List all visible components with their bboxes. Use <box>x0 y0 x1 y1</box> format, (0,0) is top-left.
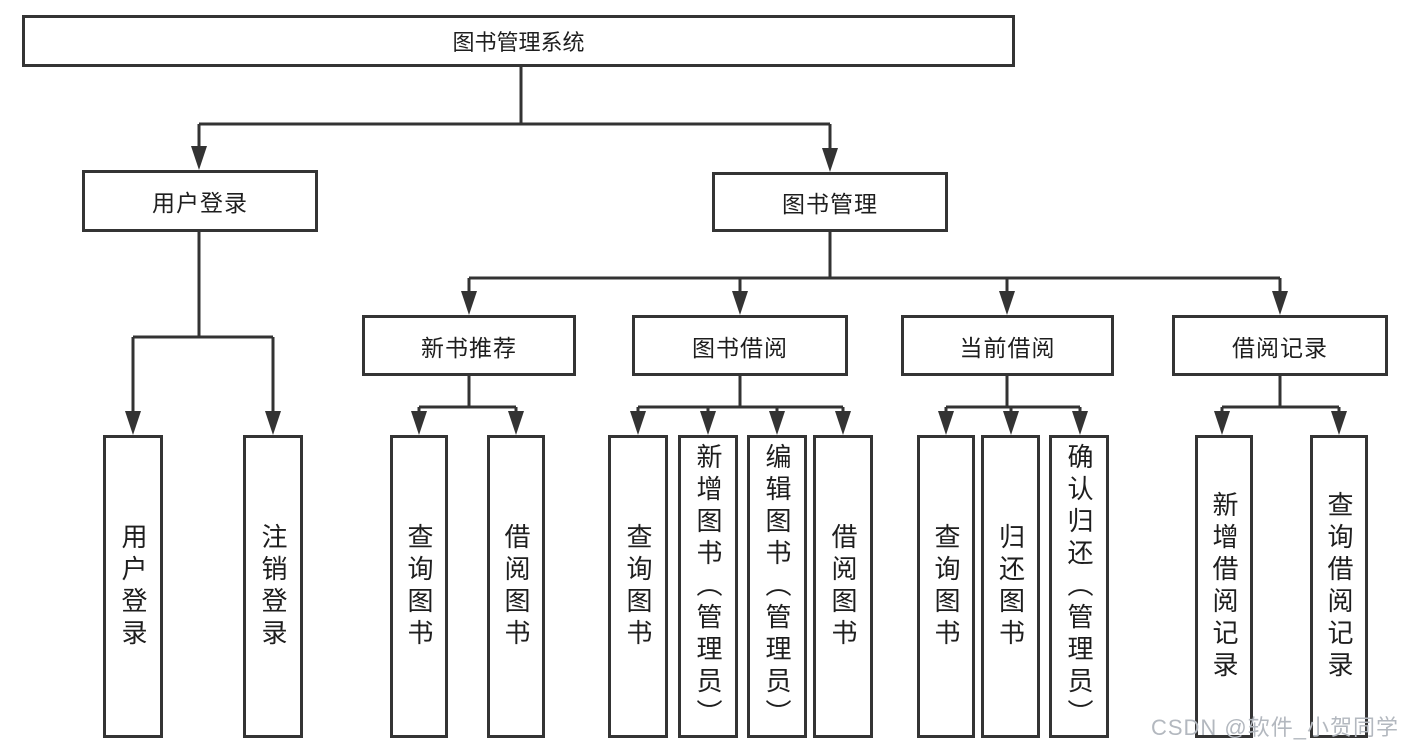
node-root: 图书管理系统 <box>22 15 1015 67</box>
node-borrow-records: 借阅记录 <box>1172 315 1388 376</box>
leaf-confirm-return-admin: 确认归还（管理员） <box>1049 435 1109 738</box>
node-book-management: 图书管理 <box>712 172 948 232</box>
node-new-book-recommend: 新书推荐 <box>362 315 576 376</box>
leaf-query-books-recommend: 查询图书 <box>390 435 448 738</box>
leaf-user-login: 用户登录 <box>103 435 163 738</box>
leaf-logout: 注销登录 <box>243 435 303 738</box>
watermark: CSDN @软件_小贺同学 <box>1150 715 1399 740</box>
leaf-return-book: 归还图书 <box>981 435 1040 738</box>
leaf-query-borrow-record: 查询借阅记录 <box>1310 435 1368 738</box>
leaf-edit-book-admin: 编辑图书（管理员） <box>747 435 807 738</box>
node-book-borrow: 图书借阅 <box>632 315 848 376</box>
leaf-add-book-admin: 新增图书（管理员） <box>678 435 738 738</box>
leaf-borrow-books: 借阅图书 <box>813 435 873 738</box>
leaf-query-books-borrow: 查询图书 <box>608 435 668 738</box>
leaf-add-borrow-record: 新增借阅记录 <box>1195 435 1253 738</box>
node-user-login: 用户登录 <box>82 170 318 232</box>
leaf-query-books-current: 查询图书 <box>917 435 975 738</box>
node-current-borrow: 当前借阅 <box>901 315 1114 376</box>
leaf-borrow-books-recommend: 借阅图书 <box>487 435 545 738</box>
